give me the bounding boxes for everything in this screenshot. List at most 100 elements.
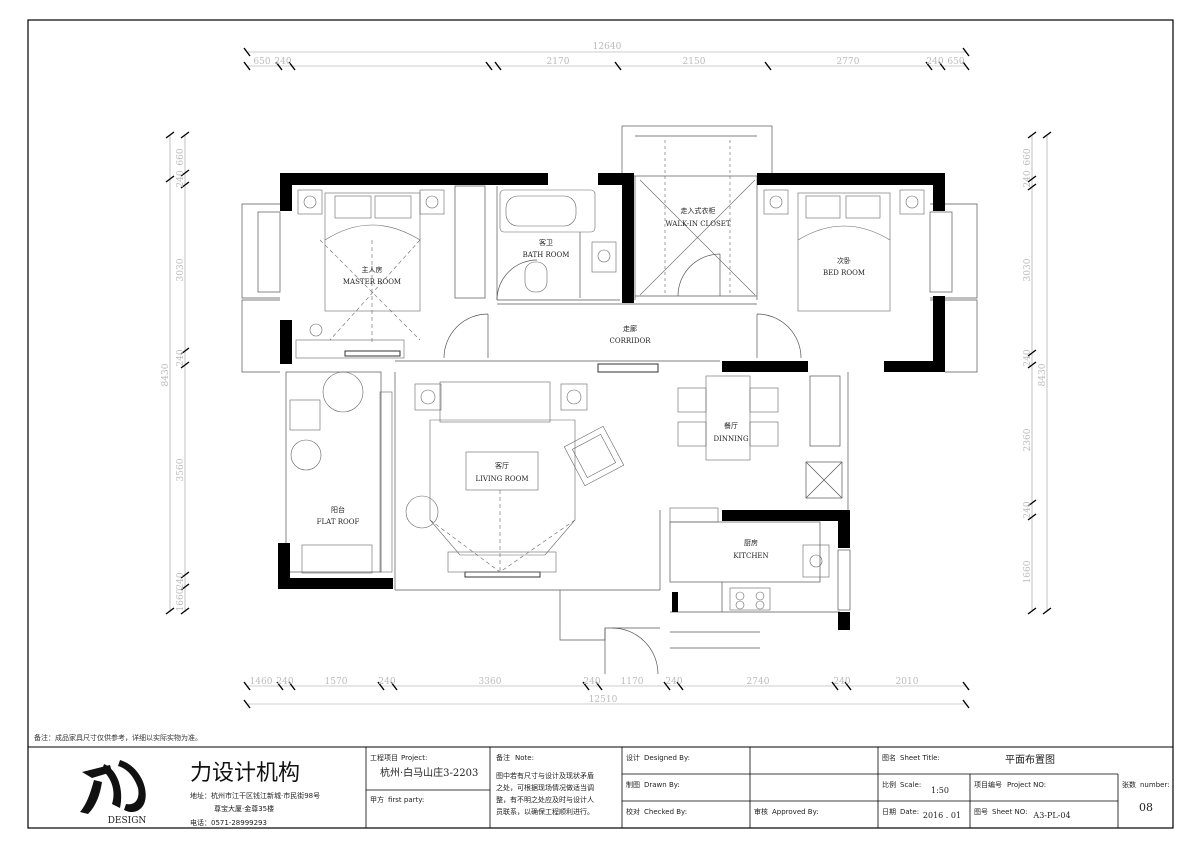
date-label-en: Date: (900, 808, 919, 816)
left-dims: 8430 660 240 3030 240 3560 240 1660 (161, 148, 186, 611)
remarks-label: 备注 (496, 753, 510, 762)
kitchen-en: KITCHEN (733, 552, 768, 560)
bottom-dim-11: 2010 (896, 677, 919, 687)
scale-label-en: Scale: (900, 781, 921, 789)
right-dims: 8430 660 240 3030 240 2360 240 1660 (1023, 148, 1048, 583)
bathtub-icon (499, 189, 596, 233)
sheet-no-label: 图号 (974, 808, 988, 816)
left-total-dim: 8430 (161, 363, 171, 386)
project-value: 杭州·白马山庄3-2203 (380, 766, 478, 779)
room-labels: 主人房 MASTER ROOM 客卫 BATH ROOM 走入式衣柜 WALK-… (317, 206, 865, 560)
date-label: 日期 (882, 808, 896, 816)
dining-table (705, 375, 751, 461)
living-room-en: LIVING ROOM (475, 475, 528, 483)
sheet-title-label: 图名 (882, 753, 896, 762)
top-dim-2: 240 (274, 57, 291, 67)
coffee-table (465, 451, 539, 491)
bottom-total-dim: 12510 (589, 695, 618, 705)
company-address-2: 尊宝大厦·金尊35楼 (214, 804, 274, 813)
top-dim-1: 650 (253, 57, 270, 67)
sheet-no-label-en: Sheet NO: (992, 808, 1027, 816)
dimension-lines (169, 51, 1048, 705)
left-dim-6: 240 (176, 572, 186, 589)
company-address-1: 地址：杭州市江干区钱江新城·市民街98号 (190, 791, 320, 800)
top-segment-dims: 650 240 2170 2150 2770 240 650 (253, 57, 964, 67)
top-dim-5: 2770 (837, 57, 860, 67)
scale-value: 1:50 (931, 786, 949, 795)
top-dim-7: 650 (947, 57, 964, 67)
count-value: 08 (1139, 801, 1153, 814)
right-dim-4: 240 (1023, 349, 1033, 366)
right-dim-5: 2360 (1023, 428, 1033, 451)
bath-room-en: BATH ROOM (523, 251, 570, 259)
corridor-cn: 走廊 (623, 324, 637, 333)
top-dim-6: 240 (926, 57, 943, 67)
furniture (289, 140, 925, 611)
balcony-en: FLAT ROOF (317, 518, 360, 526)
remarks-line-1: 图中若有尺寸与设计及现状矛盾 (496, 771, 594, 780)
bed-room-cn: 次卧 (837, 256, 851, 265)
door-swings (443, 253, 802, 675)
bottom-dim-3: 1570 (325, 677, 348, 687)
bottom-dim-7: 1170 (621, 677, 644, 687)
drawn-label-en: Drawn By: (644, 781, 680, 789)
approved-label: 审核 (754, 807, 768, 816)
right-dim-3: 3030 (1023, 258, 1033, 281)
sofa (439, 381, 551, 423)
approved-label-en: Approved By: (772, 808, 819, 816)
project-no-label: 项目编号 (974, 780, 1002, 789)
project-label-en: Project: (401, 754, 427, 762)
top-total-dim: 12640 (593, 42, 622, 52)
top-dim-3: 2170 (547, 57, 570, 67)
thin-walls (241, 125, 978, 649)
dining-cn: 餐厅 (724, 421, 738, 430)
bath-room-cn: 客卫 (539, 238, 553, 247)
drawn-label: 制图 (626, 780, 640, 789)
title-block: DESIGN 力设计机构 地址：杭州市江干区钱江新城·市民街98号 尊宝大厦·金… (27, 746, 1174, 829)
corridor-en: CORRIDOR (609, 337, 651, 345)
bottom-dim-2: 240 (276, 677, 293, 687)
armchair (563, 425, 625, 487)
scale-label: 比例 (882, 780, 896, 789)
right-total-dim: 8430 (1038, 363, 1048, 386)
right-dim-1: 660 (1023, 148, 1033, 165)
company-name: 力设计机构 (190, 761, 300, 786)
top-dim-4: 2150 (683, 57, 706, 67)
company-logo (80, 760, 146, 814)
furniture-note: 备注：成品家具尺寸仅供参考，详细以实际实物为准。 (34, 733, 202, 742)
count-label-en: number: (1140, 781, 1170, 789)
bottom-dim-1: 1460 (250, 677, 273, 687)
right-dim-2: 240 (1023, 170, 1033, 187)
right-dim-7: 1660 (1023, 560, 1033, 583)
bed-room-en: BED ROOM (823, 269, 865, 277)
bottom-dim-10: 240 (833, 677, 850, 687)
left-dim-1: 660 (176, 148, 186, 165)
dining-en: DINNING (713, 435, 749, 443)
closet-cn: 走入式衣柜 (681, 206, 716, 215)
date-value: 2016 . 01 (923, 811, 961, 820)
structural-walls (278, 173, 945, 630)
bottom-dim-9: 2740 (747, 677, 770, 687)
left-dim-5: 3560 (176, 458, 186, 481)
logo-caption: DESIGN (108, 816, 147, 826)
remarks-line-2: 之处，可根据现场情况做适当调 (496, 783, 594, 792)
bottom-dim-8: 240 (665, 677, 682, 687)
remarks-line-3: 整，有不明之处应及时与设计人 (496, 795, 594, 804)
bottom-dim-4: 240 (378, 677, 395, 687)
right-dim-6: 240 (1023, 501, 1033, 518)
design-label: 设计 (626, 753, 640, 762)
sheet-no-value: A3-PL-04 (1032, 811, 1070, 820)
remarks-line-4: 员联系，以确保工程顺利进行。 (496, 807, 594, 816)
left-dim-2: 240 (176, 170, 186, 187)
left-dim-7: 1660 (176, 588, 186, 611)
remarks-label-en: Note: (515, 754, 534, 762)
checked-label: 校对 (626, 807, 640, 816)
client-label-en: first party: (388, 796, 424, 804)
project-no-label-en: Project NO: (1007, 781, 1046, 789)
client-label: 甲方 (370, 795, 384, 804)
master-room-cn: 主人房 (362, 265, 383, 274)
checked-label-en: Checked By: (644, 808, 687, 816)
second-bed (797, 192, 891, 312)
bottom-dim-5: 3360 (479, 677, 502, 687)
